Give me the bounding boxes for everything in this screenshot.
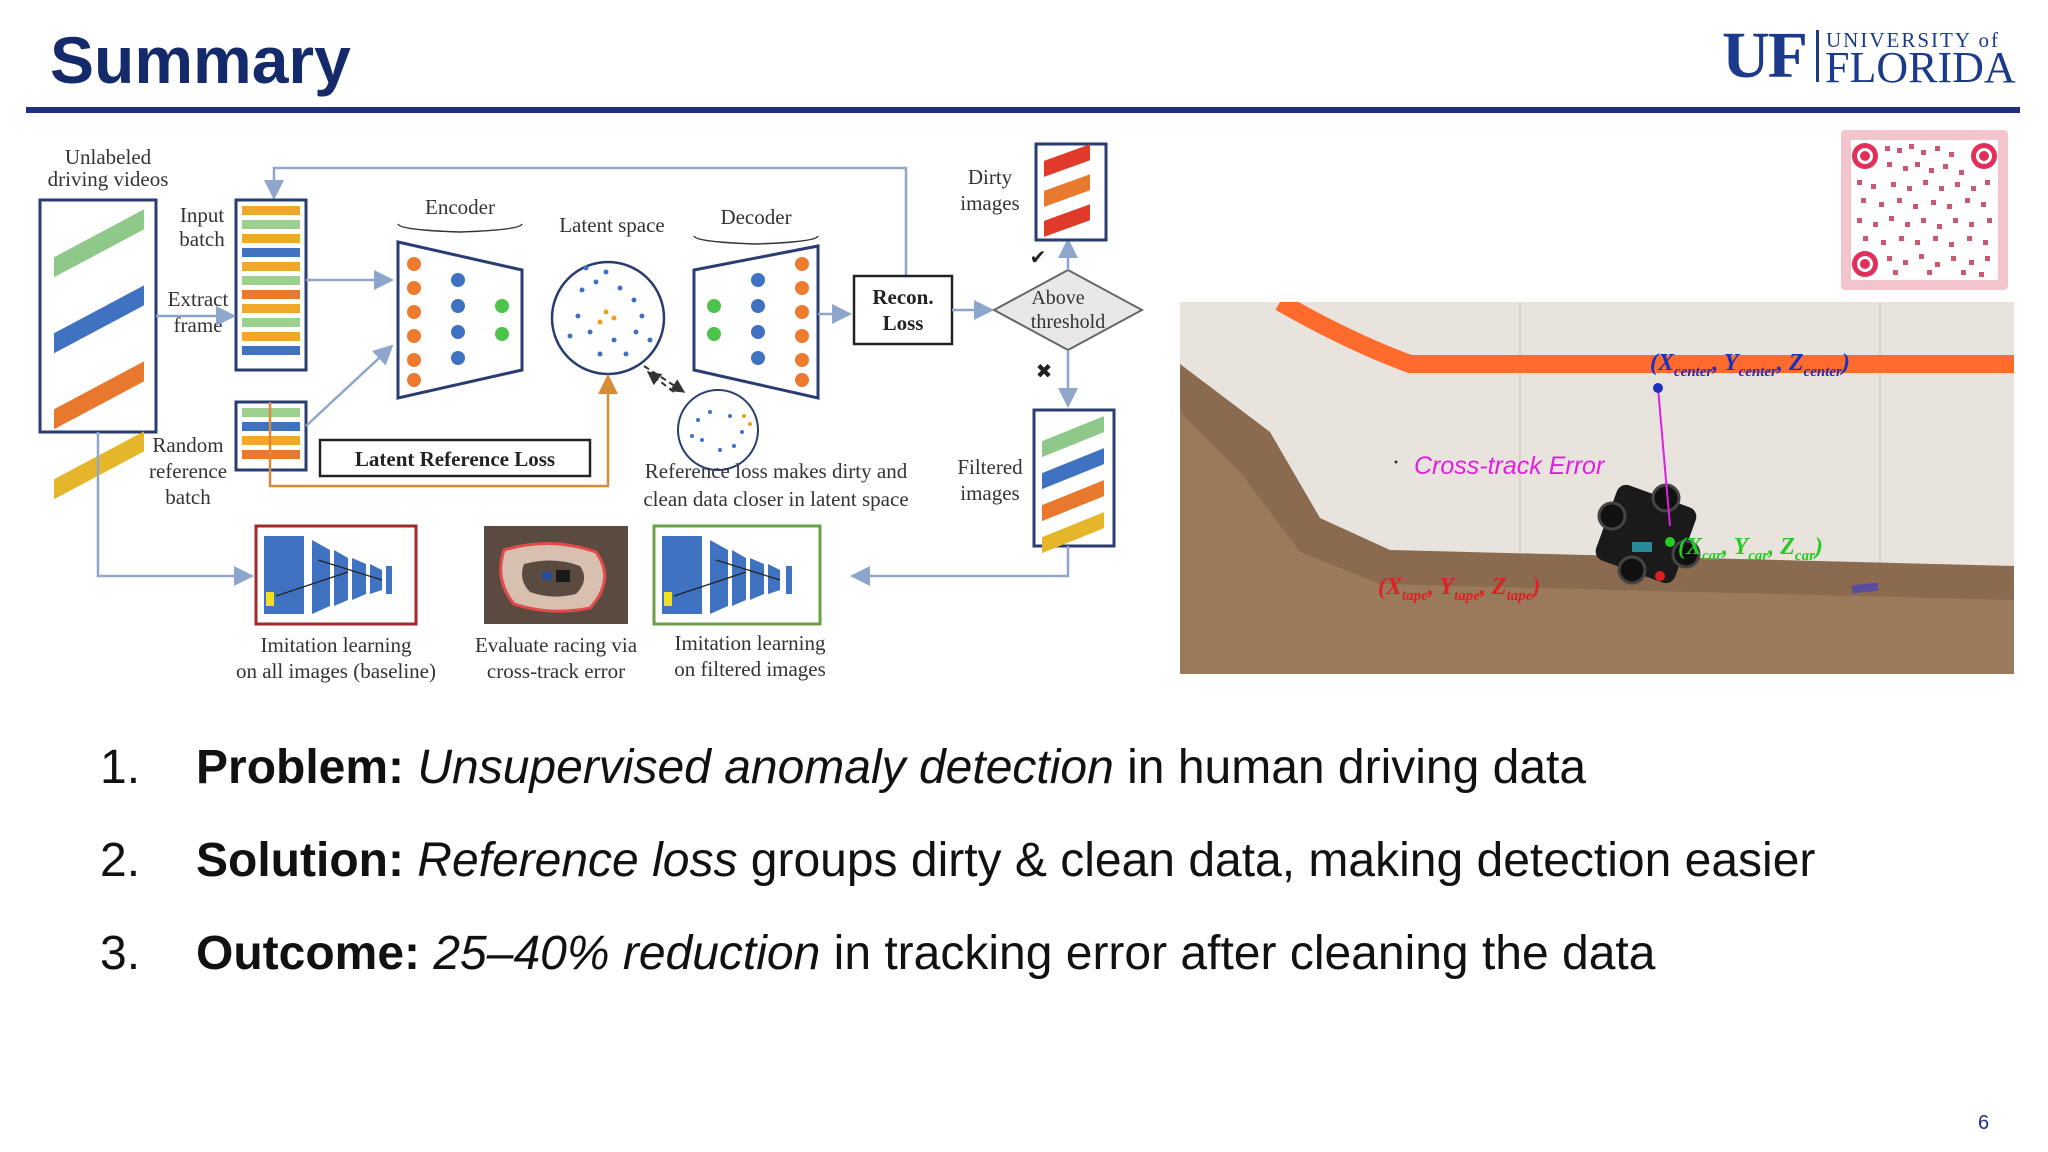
track-photo: (Xcenter, Ycenter, Zcenter) Cross-track … [1180,302,2014,674]
center-coord-label: (Xcenter, Ycenter, Zcenter) [1650,350,1850,380]
list-number: 2. [100,834,141,887]
racing-track-thumbnail [484,526,628,624]
recon-loss-box: Recon. Loss [852,274,954,346]
latent-reference-loss-box: Latent Reference Loss [318,438,592,478]
slide-title: Summary [50,23,351,97]
extract-frame-label-1: Extract [168,287,229,311]
list-bold: Solution: [196,834,404,887]
latent-space-circle [550,260,666,376]
filtered-images-label-2: images [960,481,1019,505]
imitation-all-label-1: Imitation learning [260,633,412,657]
decoder-label: Decoder [720,205,791,229]
pipeline-diagram: Unlabeled driving videos Input batch Ext… [38,142,1145,683]
decoder-network [692,244,820,400]
list-rest: in human driving data [1113,741,1587,794]
reference-note-2: clean data closer in latent space [643,487,908,511]
evaluate-racing-label-2: cross-track error [487,659,625,683]
imitation-baseline-model [254,524,418,626]
qr-code[interactable] [1841,130,2008,290]
input-batch-stack [234,198,308,372]
imitation-all-label-2: on all images (baseline) [236,659,436,683]
recon-loss-label-2: Loss [883,311,924,335]
list-bold: Outcome: [196,927,421,980]
imitation-filtered-model [652,524,822,626]
latent-space-label: Latent space [559,213,665,237]
random-batch-label-3: batch [165,485,211,509]
list-italic: 25–40% reduction [433,927,821,980]
random-batch-label-1: Random [152,433,223,457]
dirty-images-label-2: images [960,191,1019,215]
encoder-network [396,240,524,400]
page-number: 6 [1978,1112,1990,1134]
input-batch-label-1: Input [180,203,224,227]
tape-coord-label: (Xtape, Ytape, Ztape) [1378,574,1540,604]
unlabeled-label-1: Unlabeled [65,145,152,169]
check-mark: ✔ [1030,247,1047,269]
list-italic: Unsupervised anomaly detection [417,741,1114,794]
list-rest: in tracking error after cleaning the dat… [820,927,1656,980]
list-italic: Reference loss [417,834,738,887]
filtered-images-label-1: Filtered [957,455,1023,479]
logo-university-text: UNIVERSITY of [1826,28,2000,52]
robot-car [1595,483,1701,585]
unlabeled-videos-stack [38,198,158,500]
qr-pattern [1852,143,1997,277]
unlabeled-label-2: driving videos [48,167,169,191]
latent-reference-loss-label: Latent Reference Loss [355,447,555,471]
list-number: 3. [100,927,141,980]
filtered-images-stack [1032,408,1116,554]
list-rest: groups dirty & clean data, making detect… [737,834,1816,887]
reference-note-1: Reference loss makes dirty and [645,459,908,483]
threshold-label-1: Above [1031,287,1084,309]
car-coord-label: (Xcar, Ycar, Zcar) [1678,534,1823,564]
cross-mark: ✖ [1036,361,1053,383]
threshold-diamond: Above threshold [991,268,1145,352]
latent-space-small-circle [677,389,759,471]
random-batch-label-2: reference [149,459,227,483]
threshold-label-2: threshold [1031,311,1105,333]
encoder-label: Encoder [425,195,495,219]
track-photo-scene: (Xcenter, Ycenter, Zcenter) Cross-track … [1180,302,2014,674]
uf-logo: UF UNIVERSITY of FLORIDA [1722,19,2022,92]
evaluate-racing-label-1: Evaluate racing via [475,633,638,657]
logo-florida-text: FLORIDA [1825,43,2016,92]
list-bold: Problem: [196,741,405,794]
title-rule [26,107,2020,113]
input-batch-label-2: batch [179,227,225,251]
list-number: 1. [100,741,141,794]
imitation-filtered-label-2: on filtered images [674,657,826,681]
recon-loss-label-1: Recon. [872,285,933,309]
imitation-filtered-label-1: Imitation learning [674,631,826,655]
logo-divider [1816,30,1819,82]
dirty-images-label-1: Dirty [968,165,1013,189]
dirty-images-stack [1034,142,1108,242]
logo-uf-text: UF [1722,19,1808,92]
cross-track-error-label: Cross-track Error [1414,452,1606,480]
